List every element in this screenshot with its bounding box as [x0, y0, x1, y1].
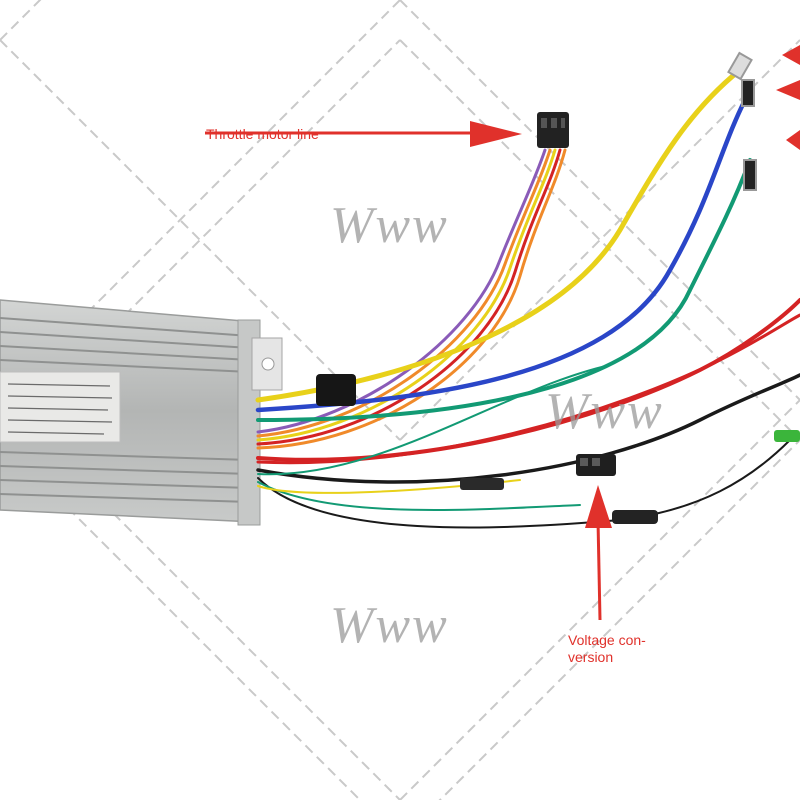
voltage-connector: [576, 454, 616, 476]
watermark-text: Www: [545, 383, 664, 440]
green-wire: [256, 158, 752, 422]
controller-housing: [0, 299, 283, 526]
red-arrow-icon: [205, 121, 522, 147]
voltage-label: Voltage con-version: [568, 632, 646, 665]
blue-wire: [255, 97, 748, 413]
red-arrow-icon-edge-2: [776, 80, 800, 100]
spec-label: [0, 371, 121, 443]
watermark-text: Www: [330, 597, 449, 654]
throttle-label: Throttle motor line: [206, 126, 319, 142]
black-wire: [256, 373, 800, 484]
red-arrow-icon-edge-3: [786, 130, 800, 150]
wire-harness: [255, 67, 800, 529]
clip-connector: [316, 374, 356, 406]
watermark-text: Www: [330, 197, 449, 254]
yellow-wire: [255, 67, 743, 403]
red-arrow-icon-up: [585, 485, 612, 621]
throttle-connector: [537, 112, 569, 148]
red-arrow-icon-edge-1: [782, 45, 800, 65]
